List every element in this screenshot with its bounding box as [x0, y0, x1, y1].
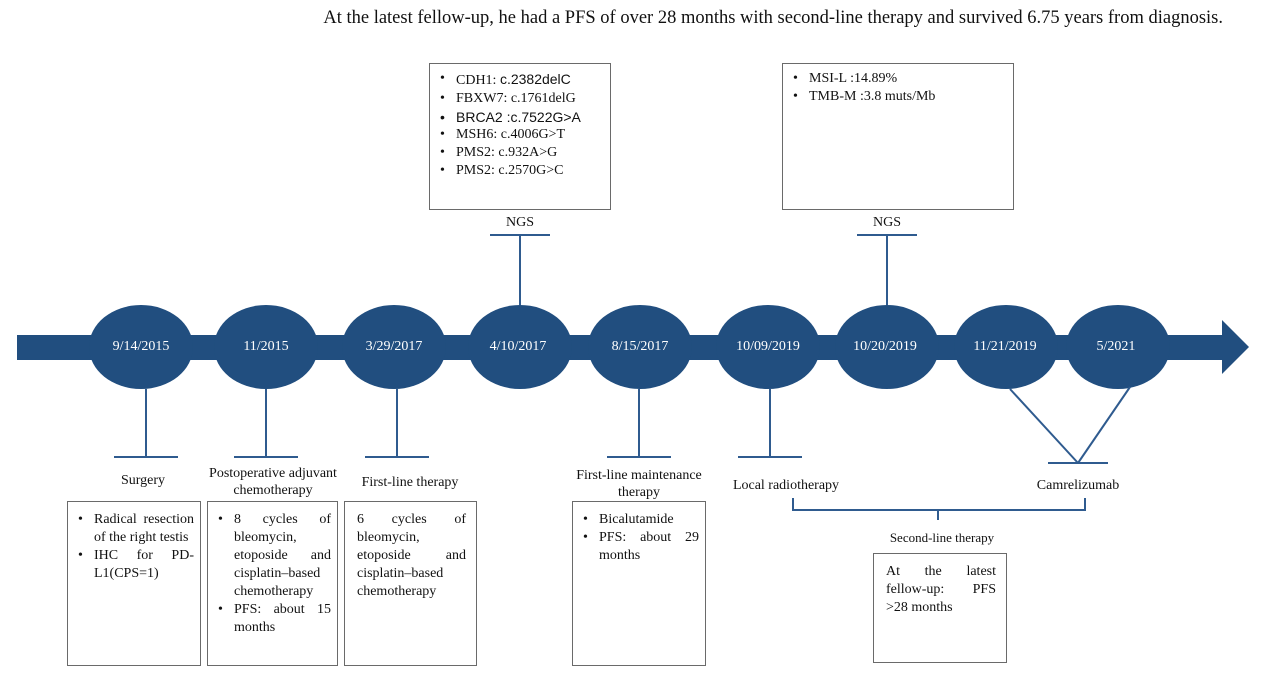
- first-line-text: 6 cycles of bleomycin, etoposide and cis…: [357, 512, 466, 599]
- maintenance-item: Bicalutamide: [579, 511, 699, 529]
- connector-camrelizumab-left: [1009, 388, 1079, 464]
- timeline-node-6: [716, 305, 820, 389]
- second-line-label: Second-line therapy: [889, 530, 995, 545]
- adjuvant-item: 8 cycles of bleomycin, etoposide and cis…: [214, 511, 331, 601]
- timeline-date-1: 9/14/2015: [112, 339, 170, 354]
- timeline-date-4: 4/10/2017: [489, 339, 547, 354]
- ngs-1-item: CDH1: c.2382delC: [436, 70, 604, 90]
- surgery-label: Surgery: [120, 473, 166, 488]
- timeline-node-1: [89, 305, 193, 389]
- second-line-bracket: [792, 498, 1086, 511]
- ngs-2-label: NGS: [872, 215, 901, 230]
- adjuvant-box: 8 cycles of bleomycin, etoposide and cis…: [207, 501, 338, 666]
- timeline-date-2: 11/2015: [243, 339, 289, 354]
- ngs-1-item: FBXW7: c.1761delG: [436, 90, 604, 108]
- headline: At the latest fellow-up, he had a PFS of…: [323, 8, 1223, 28]
- adjuvant-item: PFS: about 15 months: [214, 601, 331, 637]
- timeline-date-6: 10/09/2019: [736, 339, 800, 354]
- ngs-2-item: MSI-L :14.89%: [789, 70, 1007, 88]
- surgery-item: IHC for PD-L1(CPS=1): [74, 547, 194, 583]
- timeline-date-3: 3/29/2017: [365, 339, 423, 354]
- maintenance-box: Bicalutamide PFS: about 29 months: [572, 501, 706, 666]
- radiotherapy-label: Local radiotherapy: [732, 478, 840, 493]
- ngs-1-item: PMS2: c.932A>G: [436, 144, 604, 162]
- timeline-node-5: [588, 305, 692, 389]
- surgery-item: Radical resection of the right testis: [74, 511, 194, 547]
- ngs-1-box: CDH1: c.2382delC FBXW7: c.1761delG BRCA2…: [429, 63, 611, 210]
- camrelizumab-label: Camrelizumab: [1036, 478, 1120, 493]
- ngs-2-box: MSI-L :14.89% TMB-M :3.8 muts/Mb: [782, 63, 1014, 210]
- timeline-node-3: [342, 305, 446, 389]
- connector-camrelizumab-right: [1077, 386, 1131, 464]
- ngs-1-label: NGS: [505, 215, 534, 230]
- timeline-date-7: 10/20/2019: [853, 339, 917, 354]
- surgery-box: Radical resection of the right testis IH…: [67, 501, 201, 666]
- timeline-node-2: [214, 305, 318, 389]
- second-line-text: At the latest fellow-up: PFS >28 months: [886, 564, 996, 615]
- ngs-2-item: TMB-M :3.8 muts/Mb: [789, 88, 1007, 106]
- timeline-node-7: [835, 305, 939, 389]
- ngs-1-item: MSH6: c.4006G>T: [436, 126, 604, 144]
- ngs-1-item: PMS2: c.2570G>C: [436, 162, 604, 180]
- second-line-box: At the latest fellow-up: PFS >28 months: [873, 553, 1007, 663]
- first-line-box: 6 cycles of bleomycin, etoposide and cis…: [344, 501, 477, 666]
- first-line-label: First-line therapy: [361, 475, 459, 490]
- timeline-date-9: 5/2021: [1096, 339, 1136, 354]
- timeline-node-4: [468, 305, 572, 389]
- timeline-date-5: 8/15/2017: [611, 339, 669, 354]
- timeline-date-8: 11/21/2019: [973, 339, 1037, 354]
- timeline-node-9: [1066, 305, 1170, 389]
- timeline-node-8: [954, 305, 1058, 389]
- maintenance-label: First-line maintenance therapy: [576, 468, 702, 500]
- adjuvant-label: Postoperative adjuvant chemotherapy: [209, 466, 337, 498]
- ngs-1-item: BRCA2 :c.7522G>A: [436, 108, 604, 126]
- maintenance-item: PFS: about 29 months: [579, 529, 699, 565]
